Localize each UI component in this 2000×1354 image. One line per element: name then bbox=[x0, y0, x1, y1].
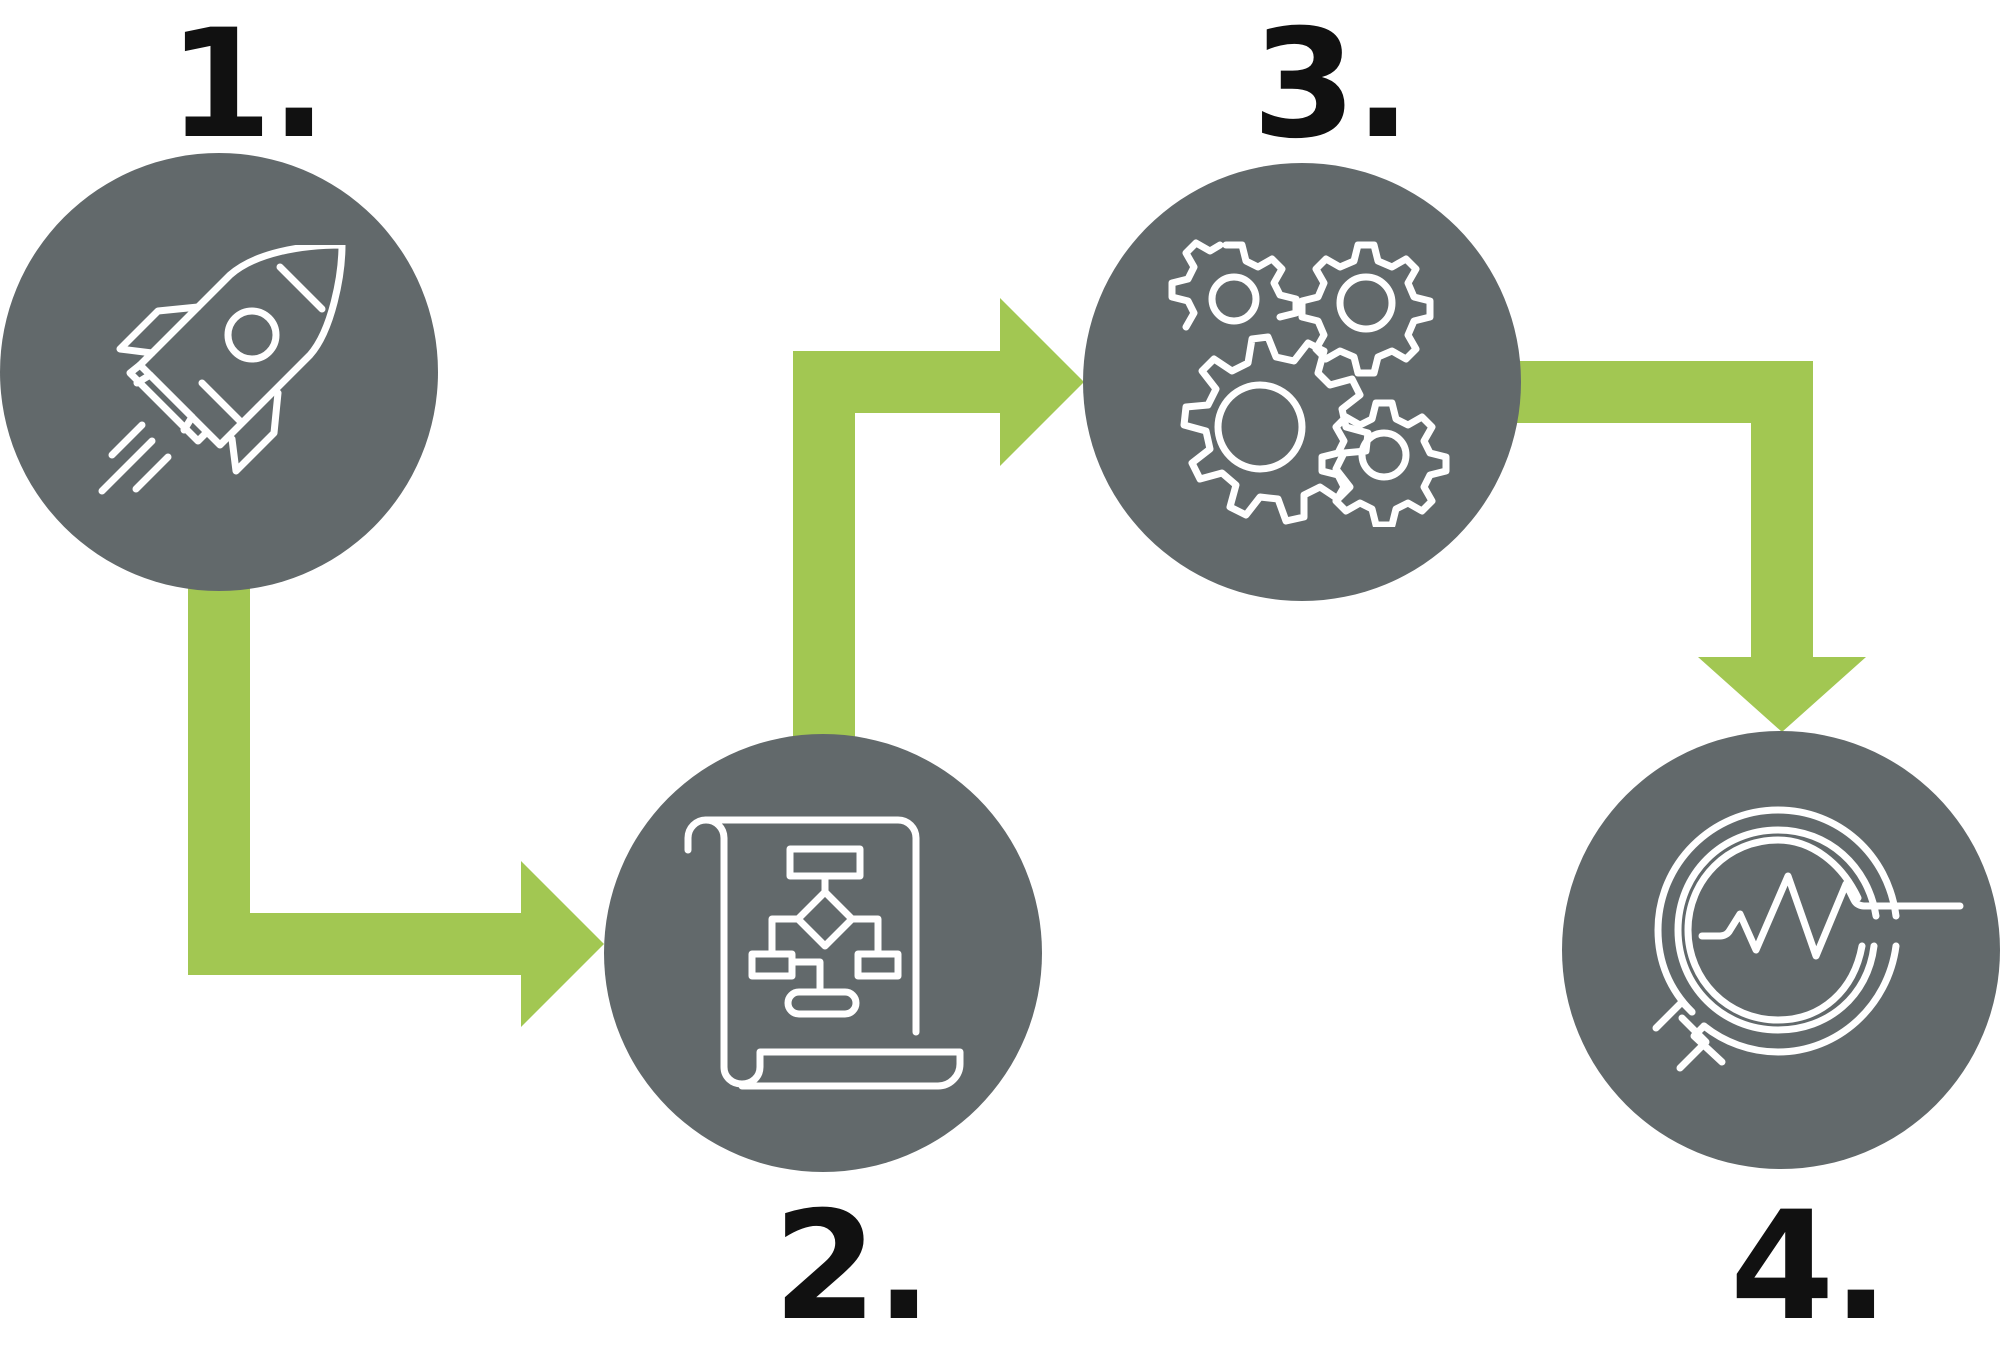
step1-circle bbox=[0, 153, 438, 591]
step4-circle bbox=[1562, 731, 2000, 1169]
arrow-step1-to-step2 bbox=[188, 560, 604, 1027]
step2-number: 2. bbox=[773, 1180, 932, 1354]
step4-number: 4. bbox=[1730, 1180, 1889, 1354]
rocket-icon bbox=[90, 245, 350, 505]
arrow-step2-to-step3-shaft bbox=[793, 298, 1084, 740]
step3-circle bbox=[1083, 163, 1521, 601]
step3-number: 3. bbox=[1252, 0, 1411, 172]
arrow-step3-to-step4 bbox=[1500, 361, 1866, 732]
step2-circle bbox=[604, 734, 1042, 1172]
flowchart-blueprint-icon bbox=[680, 812, 972, 1102]
step1-number: 1. bbox=[168, 0, 327, 172]
monitoring-magnifier-icon bbox=[1630, 806, 1970, 1088]
gears-icon bbox=[1162, 237, 1450, 527]
